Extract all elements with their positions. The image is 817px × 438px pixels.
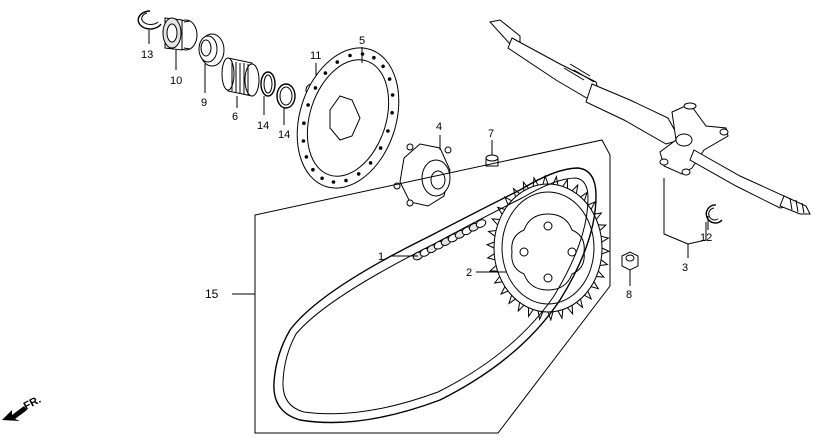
part-12-circlip: [705, 204, 723, 230]
part-14-circlips: [260, 71, 296, 125]
callout-10: 10: [170, 75, 182, 87]
callout-12: 12: [700, 232, 712, 244]
part-13-circlip: [137, 10, 162, 44]
callout-14-a: 14: [257, 120, 269, 132]
callout-7: 7: [488, 128, 494, 140]
part-5-brake-disc: [296, 47, 400, 189]
callout-labels: 13 10 9 6 14 14 11 5 4 7 1 2 15 12 3 8: [141, 35, 712, 301]
part-7-bolt: [485, 140, 499, 167]
callout-1: 1: [378, 251, 384, 263]
direction-arrow-icon: [2, 406, 27, 421]
part-6-spacer: [221, 57, 260, 108]
callout-14-b: 14: [278, 129, 290, 141]
front-direction-indicator: FR.: [2, 394, 43, 421]
callout-5: 5: [359, 35, 365, 47]
callout-4: 4: [436, 121, 442, 133]
callout-8: 8: [626, 289, 632, 301]
part-2-sprocket: [476, 174, 611, 322]
part-4-hub: [393, 135, 452, 207]
callout-11: 11: [310, 50, 321, 62]
callout-6: 6: [232, 111, 238, 123]
part-8-nut: [621, 251, 639, 286]
part-10-housing: [162, 17, 198, 70]
part-15-chain-bracket: [232, 139, 611, 434]
part-9-seal: [198, 33, 225, 93]
part-1-chain: [273, 167, 597, 424]
part-3-rear-axle: [489, 19, 811, 258]
callout-9: 9: [201, 97, 207, 109]
callout-2: 2: [466, 267, 472, 279]
callout-13: 13: [141, 49, 153, 61]
direction-label: FR.: [22, 394, 43, 413]
callout-15: 15: [205, 287, 219, 301]
callout-3: 3: [682, 262, 688, 274]
